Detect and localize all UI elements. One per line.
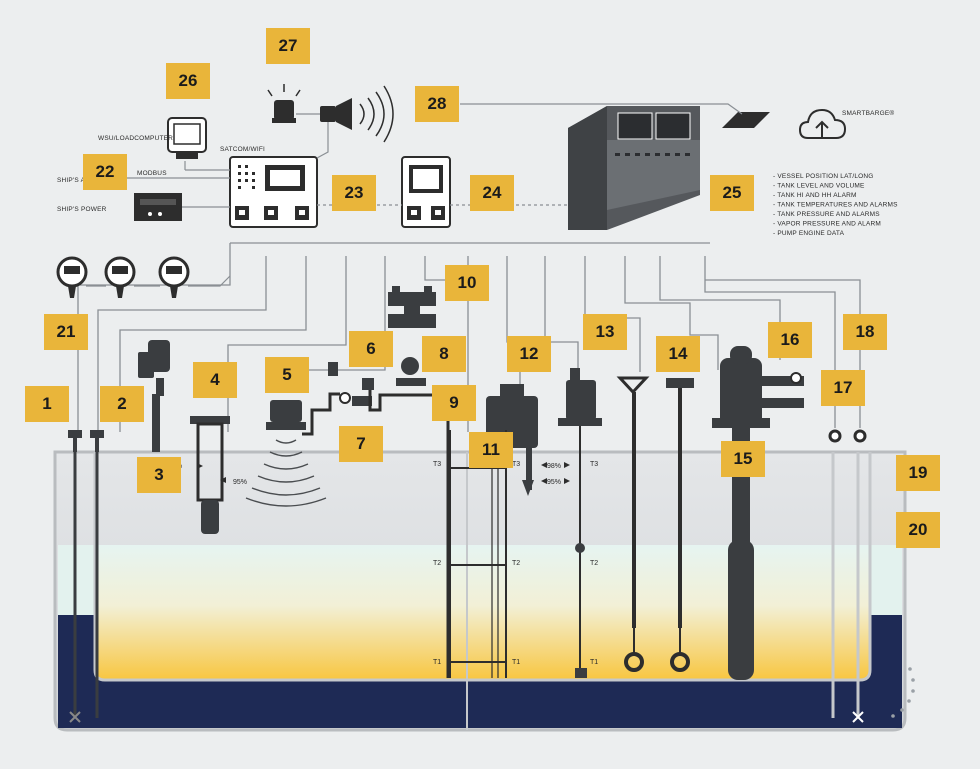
svg-text:T3: T3 [590, 461, 598, 468]
feature-list: - VESSEL POSITION LAT/LONG - TANK LEVEL A… [773, 173, 898, 237]
badge-28[interactable]: 28 [415, 86, 459, 122]
feature-item: - PUMP ENGINE DATA [773, 230, 845, 237]
ships-au-label: SHIP'S AU [57, 177, 90, 184]
svg-text:T2: T2 [512, 560, 520, 567]
horn-icon [320, 85, 394, 143]
load-computer-monitor [167, 117, 207, 159]
smartbarge-label: SMARTBARGE® [842, 109, 894, 117]
badge-24[interactable]: 24 [470, 175, 514, 211]
badge-19[interactable]: 19 [896, 455, 940, 491]
percent-label-95b: 95% [547, 479, 561, 486]
feature-item: - TANK TEMPERATURES AND ALARMS [773, 202, 898, 209]
feature-item: - TANK PRESSURE AND ALARMS [773, 211, 880, 218]
svg-text:T3: T3 [512, 461, 520, 468]
svg-text:T1: T1 [433, 659, 441, 666]
badge-4[interactable]: 4 [193, 362, 237, 398]
feature-item: - TANK LEVEL AND VOLUME [773, 183, 865, 190]
badge-25[interactable]: 25 [710, 175, 754, 211]
badge-5[interactable]: 5 [265, 357, 309, 393]
decorative-dots [891, 667, 915, 718]
remote-display [401, 156, 451, 228]
feature-item: - TANK HI AND HH ALARM [773, 192, 857, 199]
badge-2[interactable]: 2 [100, 386, 144, 422]
badge-6[interactable]: 6 [349, 331, 393, 367]
pressure-gauges [56, 256, 190, 298]
badge-9[interactable]: 9 [432, 385, 476, 421]
badge-13[interactable]: 13 [583, 314, 627, 350]
badge-20[interactable]: 20 [896, 512, 940, 548]
smartbarge-modem [722, 112, 770, 128]
cloud-icon [798, 108, 847, 139]
temperature-labels: T3 T2 T1 T3 T2 T1 T3 T2 T1 [433, 461, 598, 666]
badge-12[interactable]: 12 [507, 336, 551, 372]
svg-text:T3: T3 [433, 461, 441, 468]
svg-text:T1: T1 [512, 659, 520, 666]
badge-18[interactable]: 18 [843, 314, 887, 350]
svg-text:T2: T2 [433, 560, 441, 567]
badge-27[interactable]: 27 [266, 28, 310, 64]
badge-15[interactable]: 15 [721, 441, 765, 477]
badge-1[interactable]: 1 [25, 386, 69, 422]
modbus-label: MODBUS [137, 170, 167, 177]
svg-text:T1: T1 [590, 659, 598, 666]
ship-power-supply [134, 193, 182, 221]
satcom-label: SATCOM/WIFI [220, 146, 265, 153]
badge-8[interactable]: 8 [422, 336, 466, 372]
bridge-console [568, 106, 700, 230]
svg-text:T2: T2 [590, 560, 598, 567]
wsu-label: WSU/LOADCOMPUTER [98, 135, 173, 142]
badge-10[interactable]: 10 [445, 265, 489, 301]
feature-item: - VAPOR PRESSURE AND ALARM [773, 221, 881, 228]
badge-21[interactable]: 21 [44, 314, 88, 350]
badge-7[interactable]: 7 [339, 426, 383, 462]
badge-17[interactable]: 17 [821, 370, 865, 406]
main-controller [229, 156, 318, 228]
badge-22[interactable]: 22 [83, 154, 127, 190]
percent-label-98: 98% [547, 463, 561, 470]
badge-23[interactable]: 23 [332, 175, 376, 211]
beacon-light-icon [267, 84, 301, 123]
feature-item: - VESSEL POSITION LAT/LONG [773, 173, 874, 180]
ships-power-label: SHIP'S POWER [57, 206, 107, 213]
badge-16[interactable]: 16 [768, 322, 812, 358]
radar-waves [245, 439, 327, 507]
badge-14[interactable]: 14 [656, 336, 700, 372]
badge-3[interactable]: 3 [137, 457, 181, 493]
deck-equipment [68, 286, 867, 723]
badge-26[interactable]: 26 [166, 63, 210, 99]
percent-label-95: 95% [233, 479, 247, 486]
badge-11[interactable]: 11 [469, 432, 513, 468]
temperature-rails [449, 430, 507, 678]
tank [53, 450, 907, 732]
